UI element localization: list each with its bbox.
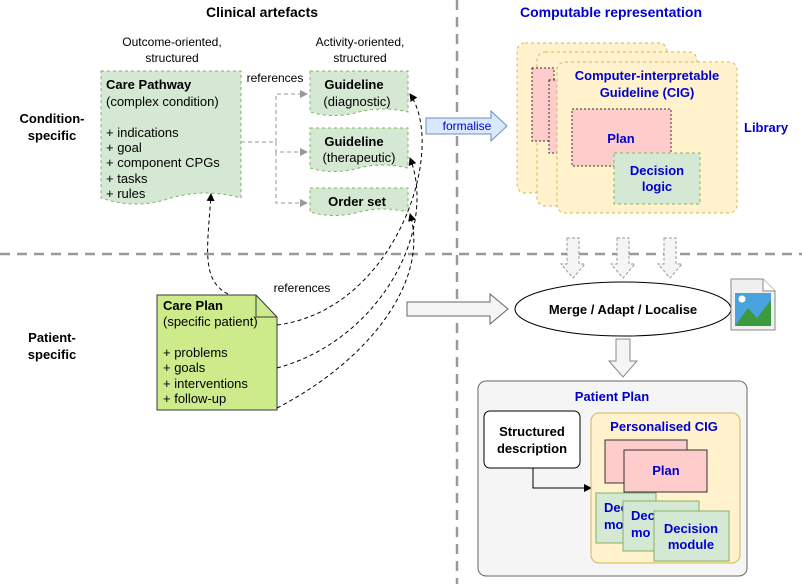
row-condition-line1: Condition- — [20, 111, 85, 126]
care-pathway-title: Care Pathway — [106, 77, 192, 92]
row-patient-line2: specific — [28, 347, 76, 362]
down-arrow-3 — [656, 237, 684, 279]
care-pathway-item: + indications — [106, 125, 179, 140]
cig-title-line2: Guideline (CIG) — [600, 85, 695, 100]
down-arrow-1 — [559, 237, 587, 279]
reference-to-orderset — [276, 213, 416, 409]
reference-arrow-diagnostic — [275, 90, 308, 142]
header-clinical-artefacts: Clinical artefacts — [206, 4, 318, 20]
personalised-cig-title: Personalised CIG — [610, 419, 718, 434]
care-pathway-item: + component CPGs — [106, 155, 220, 170]
guideline-therapeutic-subtitle: (therapeutic) — [323, 150, 396, 165]
column-outcome-line1: Outcome-oriented, — [122, 35, 221, 49]
reference-arrow-therapeutic — [275, 142, 308, 156]
patient-plan-title: Patient Plan — [575, 389, 649, 404]
structured-line1: Structured — [499, 424, 565, 439]
column-activity-line2: structured — [333, 51, 386, 65]
guideline-diagnostic-box — [309, 70, 409, 116]
reference-to-diagnostic — [276, 93, 423, 326]
reference-to-care-pathway — [206, 193, 229, 295]
order-set-box — [309, 187, 409, 216]
header-computable-representation: Computable representation — [520, 4, 702, 20]
cig-decision-line1: Decision — [630, 163, 684, 178]
formalise-label: formalise — [443, 119, 492, 133]
care-plan-subtitle: (specific patient) — [163, 314, 258, 329]
row-condition-line2: specific — [28, 128, 76, 143]
guideline-therapeutic-box — [309, 127, 409, 172]
svg-text:mo: mo — [631, 525, 651, 540]
patient-plan-plan-label: Plan — [652, 463, 680, 478]
care-pathway-box — [100, 70, 242, 205]
merge-label: Merge / Adapt / Localise — [549, 302, 697, 317]
down-arrow-2 — [609, 237, 637, 279]
references-label-bottom: references — [274, 281, 331, 295]
guideline-therapeutic-title: Guideline — [324, 134, 383, 149]
arrow-to-merge — [406, 292, 509, 326]
down-arrow-patient-plan — [607, 338, 639, 378]
structured-description-box — [483, 410, 581, 469]
care-plan-title: Care Plan — [163, 298, 223, 313]
column-outcome-line2: structured — [145, 51, 198, 65]
reference-to-therapeutic — [276, 157, 418, 369]
patient-plan-plan-box — [623, 449, 708, 493]
care-plan-item: + follow-up — [163, 391, 226, 406]
svg-text:Dec: Dec — [631, 508, 655, 523]
broken-image-icon — [730, 278, 776, 331]
row-patient-line1: Patient- — [28, 330, 76, 345]
decision-module-box — [653, 510, 730, 562]
decision-module-line1: Decision — [664, 521, 718, 536]
care-pathway-item: + tasks — [106, 171, 148, 186]
column-activity-line1: Activity-oriented, — [316, 35, 405, 49]
cig-plan-label: Plan — [607, 131, 635, 146]
library-label: Library — [744, 120, 789, 135]
care-pathway-item: + goal — [106, 140, 142, 155]
svg-text:mo: mo — [604, 517, 624, 532]
references-label-top: references — [247, 71, 304, 85]
care-pathway-item: + rules — [106, 186, 146, 201]
cig-decision-line2: logic — [642, 179, 672, 194]
formalise-arrow — [425, 109, 508, 143]
order-set-label: Order set — [328, 194, 386, 209]
care-plan-item: + problems — [163, 345, 228, 360]
guideline-diagnostic-title: Guideline — [324, 77, 383, 92]
cig-decision-box — [613, 152, 701, 205]
care-plan-box — [156, 294, 278, 411]
care-plan-item: + goals — [163, 360, 206, 375]
reference-arrow-orderset — [275, 152, 308, 207]
structured-line2: description — [497, 441, 567, 456]
structured-to-cig-arrow — [532, 468, 592, 492]
care-plan-item: + interventions — [163, 376, 248, 391]
decision-module-line2: module — [668, 537, 714, 552]
care-pathway-subtitle: (complex condition) — [106, 94, 219, 109]
cig-title-line1: Computer-interpretable — [575, 68, 719, 83]
guideline-diagnostic-subtitle: (diagnostic) — [323, 94, 390, 109]
